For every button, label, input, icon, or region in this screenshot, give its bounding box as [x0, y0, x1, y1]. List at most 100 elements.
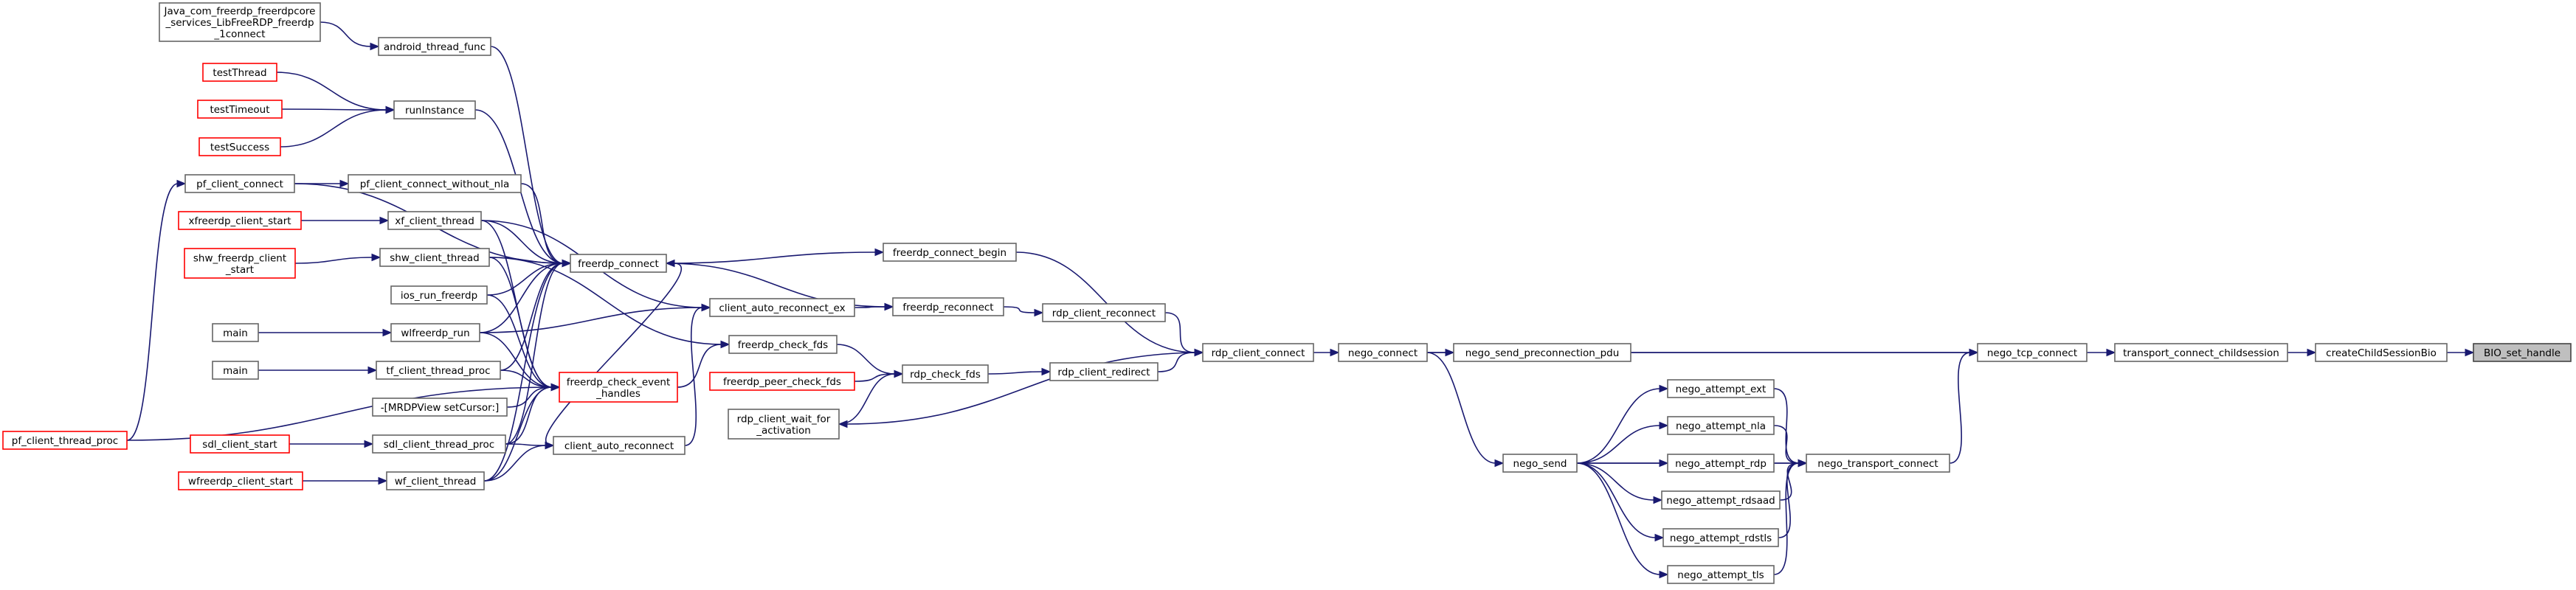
- edge-line: [1779, 462, 1800, 501]
- node-nego-tcp-connect[interactable]: nego_tcp_connect: [1977, 343, 2088, 362]
- node-box: [2114, 343, 2288, 362]
- node-label: client_auto_reconnect_ex: [719, 302, 845, 314]
- node-freerdp-check-event-handles[interactable]: freerdp_check_event_handles: [559, 372, 678, 403]
- call-edge-wfreerdp_client_start-to-wf_client_thread: [303, 476, 388, 485]
- edge-line: [488, 257, 722, 345]
- node-createChildSessionBio[interactable]: createChildSessionBio: [2315, 343, 2448, 362]
- edge-line: [545, 263, 682, 446]
- node-client-auto-reconnect[interactable]: client_auto_reconnect: [553, 436, 686, 455]
- call-edge-testSuccess-to-runInstance: [280, 105, 396, 148]
- node-ios-run-freerdp[interactable]: ios_run_freerdp: [390, 285, 488, 305]
- node-wfreerdp-client-start[interactable]: wfreerdp_client_start: [178, 471, 303, 490]
- edge-arrowhead: [379, 216, 390, 225]
- edge-line: [677, 344, 722, 388]
- node-runInstance[interactable]: runInstance: [393, 100, 476, 119]
- edge-arrowhead: [545, 441, 555, 450]
- node-BIO-set-handle[interactable]: BIO_set_handle: [2473, 343, 2572, 362]
- call-edge-nego_attempt_nla-to-nego_transport_connect: [1773, 425, 1808, 468]
- node-nego-transport-connect[interactable]: nego_transport_connect: [1806, 454, 1950, 473]
- node-tf-client-thread-proc[interactable]: tf_client_thread_proc: [376, 361, 501, 380]
- node-rdp-client-wait-for-activation[interactable]: rdp_client_wait_for_activation: [728, 409, 840, 440]
- edge-line: [1576, 462, 1655, 501]
- call-edge-android_thread_func-to-freerdp_connect: [490, 46, 572, 268]
- node-nego-send-preconnection-pdu[interactable]: nego_send_preconnection_pdu: [1453, 343, 1631, 362]
- node-label: rdp_client_connect: [1212, 347, 1305, 359]
- node-testSuccess[interactable]: testSuccess: [198, 137, 281, 156]
- node-java-connect[interactable]: Java_com_freerdp_freerdpcore_services_Li…: [159, 2, 321, 42]
- node-box: [728, 409, 840, 440]
- node-label: testTimeout: [210, 104, 269, 116]
- node-box: [1806, 454, 1950, 473]
- node-nego-attempt-rdstls[interactable]: nego_attempt_rdstls: [1662, 528, 1779, 547]
- node-box: [202, 63, 277, 82]
- node-nego-send[interactable]: nego_send: [1502, 454, 1578, 473]
- node-transport-connect-childsession[interactable]: transport_connect_childsession: [2114, 343, 2288, 362]
- node-freerdp-connect-begin[interactable]: freerdp_connect_begin: [883, 243, 1017, 262]
- call-edge-sdl_client_start-to-sdl_client_thread_proc: [289, 440, 374, 448]
- call-edge-rdp_check_fds-to-rdp_client_redirect: [987, 367, 1052, 376]
- node-freerdp-peer-check-fds[interactable]: freerdp_peer_check_fds: [709, 372, 855, 391]
- node-pf-client-thread-proc[interactable]: pf_client_thread_proc: [2, 431, 128, 450]
- node-mrdpview[interactable]: -[MRDPView setCursor:]: [372, 398, 508, 417]
- node-client-auto-reconnect-ex[interactable]: client_auto_reconnect_ex: [709, 298, 855, 317]
- call-edge-freerdp_reconnect-to-rdp_client_reconnect: [1003, 306, 1044, 317]
- edge-arrowhead: [1653, 496, 1663, 504]
- node-sdl-client-thread-proc[interactable]: sdl_client_thread_proc: [372, 434, 506, 454]
- node-box: [1667, 565, 1775, 584]
- node-nego-attempt-rdsaad[interactable]: nego_attempt_rdsaad: [1661, 490, 1781, 510]
- node-nego-attempt-tls[interactable]: nego_attempt_tls: [1667, 565, 1775, 584]
- call-edge-pf_client_thread_proc-to-pf_client_connect: [126, 179, 187, 441]
- node-label: nego_send: [1513, 458, 1567, 470]
- node-pf-client-connect-without-nla[interactable]: pf_client_connect_without_nla: [348, 174, 522, 193]
- node-box: [159, 2, 321, 42]
- call-edge-freerdp_check_event_handles-to-freerdp_check_fds: [677, 340, 731, 388]
- edge-arrowhead: [339, 179, 350, 188]
- node-nego-connect[interactable]: nego_connect: [1338, 343, 1428, 362]
- node-wlfreerdp-run[interactable]: wlfreerdp_run: [390, 323, 480, 342]
- edge-line: [483, 386, 553, 482]
- node-shw-client-thread[interactable]: shw_client_thread: [379, 248, 490, 267]
- node-nego-attempt-nla[interactable]: nego_attempt_nla: [1667, 416, 1775, 435]
- node-freerdp-connect[interactable]: freerdp_connect: [570, 254, 667, 273]
- edge-arrowhead: [1659, 421, 1669, 430]
- node-box: [1661, 490, 1781, 510]
- node-label: pf_client_thread_proc: [12, 435, 118, 447]
- node-sdl-client-start[interactable]: sdl_client_start: [190, 434, 290, 454]
- edge-arrowhead: [371, 253, 381, 262]
- node-nego-attempt-rdp[interactable]: nego_attempt_rdp: [1667, 454, 1775, 473]
- edge-arrowhead: [382, 328, 393, 337]
- edge-line: [1576, 462, 1657, 538]
- node-shw-freerdp-client-start[interactable]: shw_freerdp_client_start: [184, 248, 296, 279]
- node-xf-client-thread[interactable]: xf_client_thread: [387, 211, 482, 230]
- node-freerdp-check-fds[interactable]: freerdp_check_fds: [728, 335, 838, 354]
- node-pf-client-connect[interactable]: pf_client_connect: [184, 174, 295, 193]
- node-rdp-client-connect[interactable]: rdp_client_connect: [1202, 343, 1314, 362]
- edge-line: [505, 263, 564, 445]
- call-edge-freerdp_connect-to-freerdp_connect_begin: [666, 248, 885, 264]
- node-android-thread-func[interactable]: android_thread_func: [378, 37, 491, 56]
- node-nego-attempt-ext[interactable]: nego_attempt_ext: [1667, 379, 1775, 398]
- node-rdp-client-reconnect[interactable]: rdp_client_reconnect: [1042, 303, 1166, 322]
- node-testThread[interactable]: testThread: [202, 63, 277, 82]
- node-box: [348, 174, 522, 193]
- node-label: nego_attempt_ext: [1676, 384, 1767, 395]
- edge-arrowhead: [364, 440, 374, 448]
- edge-line: [1157, 352, 1196, 372]
- node-box: [378, 37, 491, 56]
- node-main2[interactable]: main: [212, 361, 259, 380]
- node-rdp-client-redirect[interactable]: rdp_client_redirect: [1049, 362, 1158, 381]
- call-edge-testThread-to-runInstance: [276, 72, 396, 114]
- node-rdp-check-fds[interactable]: rdp_check_fds: [902, 364, 989, 384]
- edge-line: [280, 109, 387, 148]
- call-edge-nego_transport_connect-to-nego_tcp_connect: [1949, 348, 1979, 464]
- node-label: testThread: [213, 67, 266, 79]
- node-freerdp-reconnect[interactable]: freerdp_reconnect: [892, 297, 1004, 316]
- edge-line: [1576, 425, 1661, 464]
- node-label: _handles: [595, 388, 640, 400]
- node-testTimeout[interactable]: testTimeout: [197, 100, 283, 119]
- edge-line: [505, 443, 547, 446]
- node-main1[interactable]: main: [212, 323, 259, 342]
- node-xfreerdp-client-start[interactable]: xfreerdp_client_start: [178, 211, 302, 230]
- node-wf-client-thread[interactable]: wf_client_thread: [386, 471, 485, 490]
